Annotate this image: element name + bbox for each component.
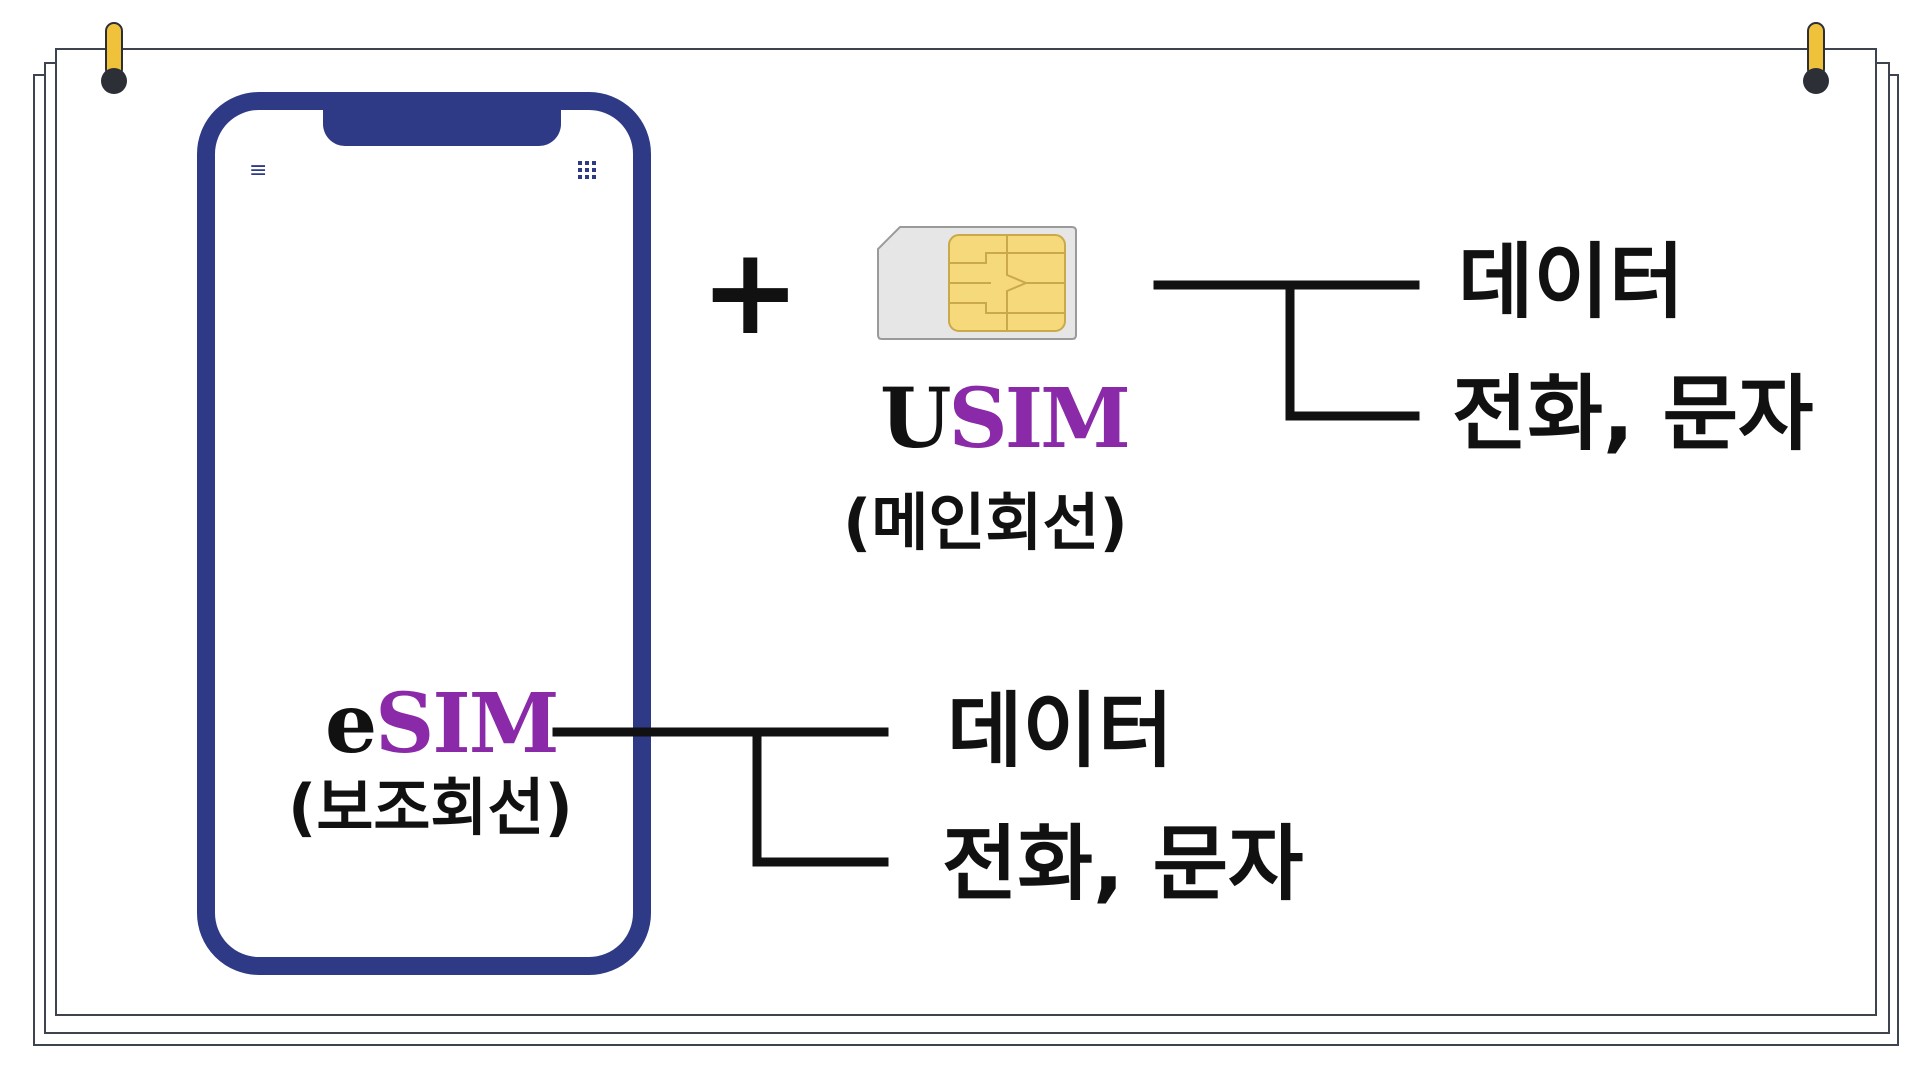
esim-title-suffix: SIM — [375, 676, 559, 772]
usim-service-data: 데이터 — [1458, 235, 1685, 330]
grid-icon — [578, 161, 596, 179]
pin-icon-right — [1803, 22, 1829, 94]
menu-icon: ≡ — [249, 158, 268, 183]
sim-card-icon — [877, 226, 1077, 340]
esim-title: eSIM — [325, 683, 560, 765]
pin-icon-left — [101, 22, 127, 94]
esim-service-data: 데이터 — [947, 684, 1174, 779]
usim-title-suffix: SIM — [948, 371, 1131, 467]
phone-frame: ≡ — [197, 92, 651, 975]
esim-service-call-sms: 전화, 문자 — [942, 817, 1304, 912]
usim-title-prefix: U — [880, 371, 951, 467]
usim-service-call-sms: 전화, 문자 — [1452, 367, 1814, 462]
usim-title: USIM — [880, 378, 1131, 460]
esim-title-prefix: e — [325, 676, 377, 772]
plus-symbol: + — [700, 223, 801, 362]
usim-subtitle: (메인회선) — [843, 486, 1128, 559]
esim-subtitle: (보조회선) — [288, 771, 573, 844]
phone-notch — [323, 108, 561, 146]
